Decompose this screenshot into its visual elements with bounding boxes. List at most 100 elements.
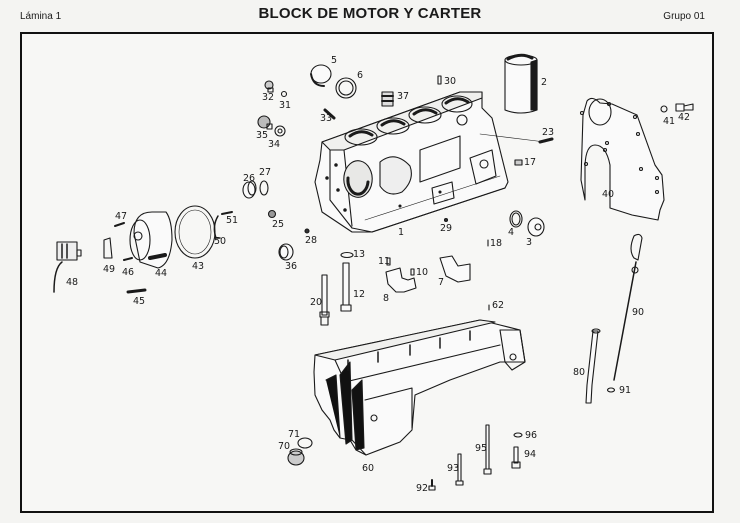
callout-2-cylinder-liner: 2 [541,77,548,88]
part-70-drain-plug[interactable] [287,448,305,466]
callout-20-bolt: 20 [310,297,323,308]
callout-49-gasket: 49 [103,264,116,275]
callout-80-dipstick-tube: 80 [573,367,586,378]
part-10-dowel-sleeve[interactable] [410,268,415,276]
part-91-rubber-ring[interactable] [606,387,616,393]
part-43-gasket[interactable] [174,205,216,259]
callout-35-plug: 35 [256,130,269,141]
part-3-plug[interactable] [527,217,545,237]
part-71-sealing-ring[interactable] [297,437,313,449]
callout-71-sealing-ring: 71 [288,429,301,440]
part-44-timing-cover[interactable] [129,211,173,269]
part-11-dowel-sleeve[interactable] [386,257,391,266]
part-41-washer[interactable] [660,105,668,113]
part-5-expansion-plug[interactable] [310,64,332,87]
part-13-washer[interactable] [340,251,354,259]
part-42-bolt[interactable] [675,103,694,112]
callout-23-stud: 23 [542,127,555,138]
part-23-stud[interactable] [538,137,554,144]
part-90-dipstick[interactable] [613,233,643,381]
part-2-cylinder-liner[interactable] [504,53,538,114]
part-94-bolt[interactable] [511,446,521,469]
callout-91-rubber-ring: 91 [619,385,632,396]
callout-40-rear-cover-plate: 40 [602,189,615,200]
part-12-bolt[interactable] [340,262,352,312]
callout-10-dowel-sleeve: 10 [416,267,429,278]
part-29-ball[interactable] [443,217,449,223]
callout-90-dipstick: 90 [632,307,645,318]
callout-45-bolt: 45 [133,296,146,307]
part-50-clamp[interactable] [213,215,221,239]
callout-30-pin: 30 [444,76,457,87]
part-49-gasket[interactable] [103,237,113,259]
part-25-nut[interactable] [267,209,277,219]
part-28-ball[interactable] [304,228,310,234]
part-8-main-bearing-cap[interactable] [385,267,417,293]
part-35-plug[interactable] [257,115,273,130]
part-80-dipstick-tube[interactable] [585,328,601,404]
part-4-sealing-ring[interactable] [509,210,523,228]
callout-44-timing-cover: 44 [155,268,168,279]
callout-5-expansion-plug: 5 [331,55,338,66]
part-95-bolt[interactable] [483,424,492,475]
callout-8-main-bearing-cap: 8 [383,293,390,304]
callout-60-oil-pan: 60 [362,463,375,474]
callout-1-engine-block: 1 [398,227,405,238]
part-34-sealing-ring[interactable] [274,125,286,137]
callout-92-screw: 92 [416,483,429,494]
callout-96-washer: 96 [525,430,538,441]
callout-33-stud: 33 [320,113,333,124]
callout-95-bolt: 95 [475,443,488,454]
part-47-screw[interactable] [114,222,125,227]
part-48-bracket[interactable] [53,241,82,293]
callout-31-sealing-ring: 31 [279,100,292,111]
callout-17-sleeve: 17 [524,157,537,168]
callout-7-main-bearing-cap: 7 [438,277,445,288]
callout-28-ball: 28 [305,235,318,246]
callout-46-pin: 46 [122,267,135,278]
callout-43-gasket: 43 [192,261,205,272]
part-60-oil-pan[interactable] [313,319,526,456]
part-20-bolt[interactable] [319,274,330,326]
callout-94-bolt: 94 [524,449,537,460]
part-33-stud[interactable] [323,108,336,120]
part-93-bolt[interactable] [455,453,464,486]
part-37-sleeve[interactable] [381,91,394,107]
part-32-plug[interactable] [264,80,274,93]
callout-29-ball: 29 [440,223,453,234]
part-40-rear-cover-plate[interactable] [579,97,665,221]
callout-11-dowel-sleeve: 11 [378,256,391,267]
part-45-bolt[interactable] [126,288,147,294]
part-1-engine-block[interactable] [314,91,546,233]
callout-34-sealing-ring: 34 [268,139,281,150]
callout-18-pin: 18 [490,238,503,249]
callout-12-bolt: 12 [353,289,366,300]
part-96-washer[interactable] [513,432,523,438]
part-46-pin[interactable] [123,257,133,261]
part-36-cap[interactable] [278,243,294,261]
callout-3-plug: 3 [526,237,533,248]
part-30-pin[interactable] [437,75,442,85]
callout-26-plug: 26 [243,173,256,184]
part-26-plug[interactable] [242,180,257,199]
part-92-screw[interactable] [428,479,436,491]
callout-48-bracket: 48 [66,277,79,288]
part-6-sealing-ring[interactable] [335,77,357,99]
callout-27-sealing-ring: 27 [259,167,272,178]
callout-32-plug: 32 [262,92,275,103]
sheet-number: Lámina 1 [20,11,62,22]
callout-37-sleeve: 37 [397,91,410,102]
part-51-screw[interactable] [221,211,233,215]
callout-70-drain-plug: 70 [278,441,291,452]
callout-36-cap: 36 [285,261,298,272]
callout-41-washer: 41 [663,116,676,127]
callout-25-nut: 25 [272,219,285,230]
page-title: BLOCK DE MOTOR Y CARTER [258,5,482,22]
callout-47-screw: 47 [115,211,128,222]
part-31-sealing-ring[interactable] [280,90,288,98]
part-7-main-bearing-cap[interactable] [439,255,471,283]
callout-62-pin: 62 [492,300,505,311]
part-27-sealing-ring[interactable] [259,180,269,196]
part-17-sleeve[interactable] [514,159,523,166]
